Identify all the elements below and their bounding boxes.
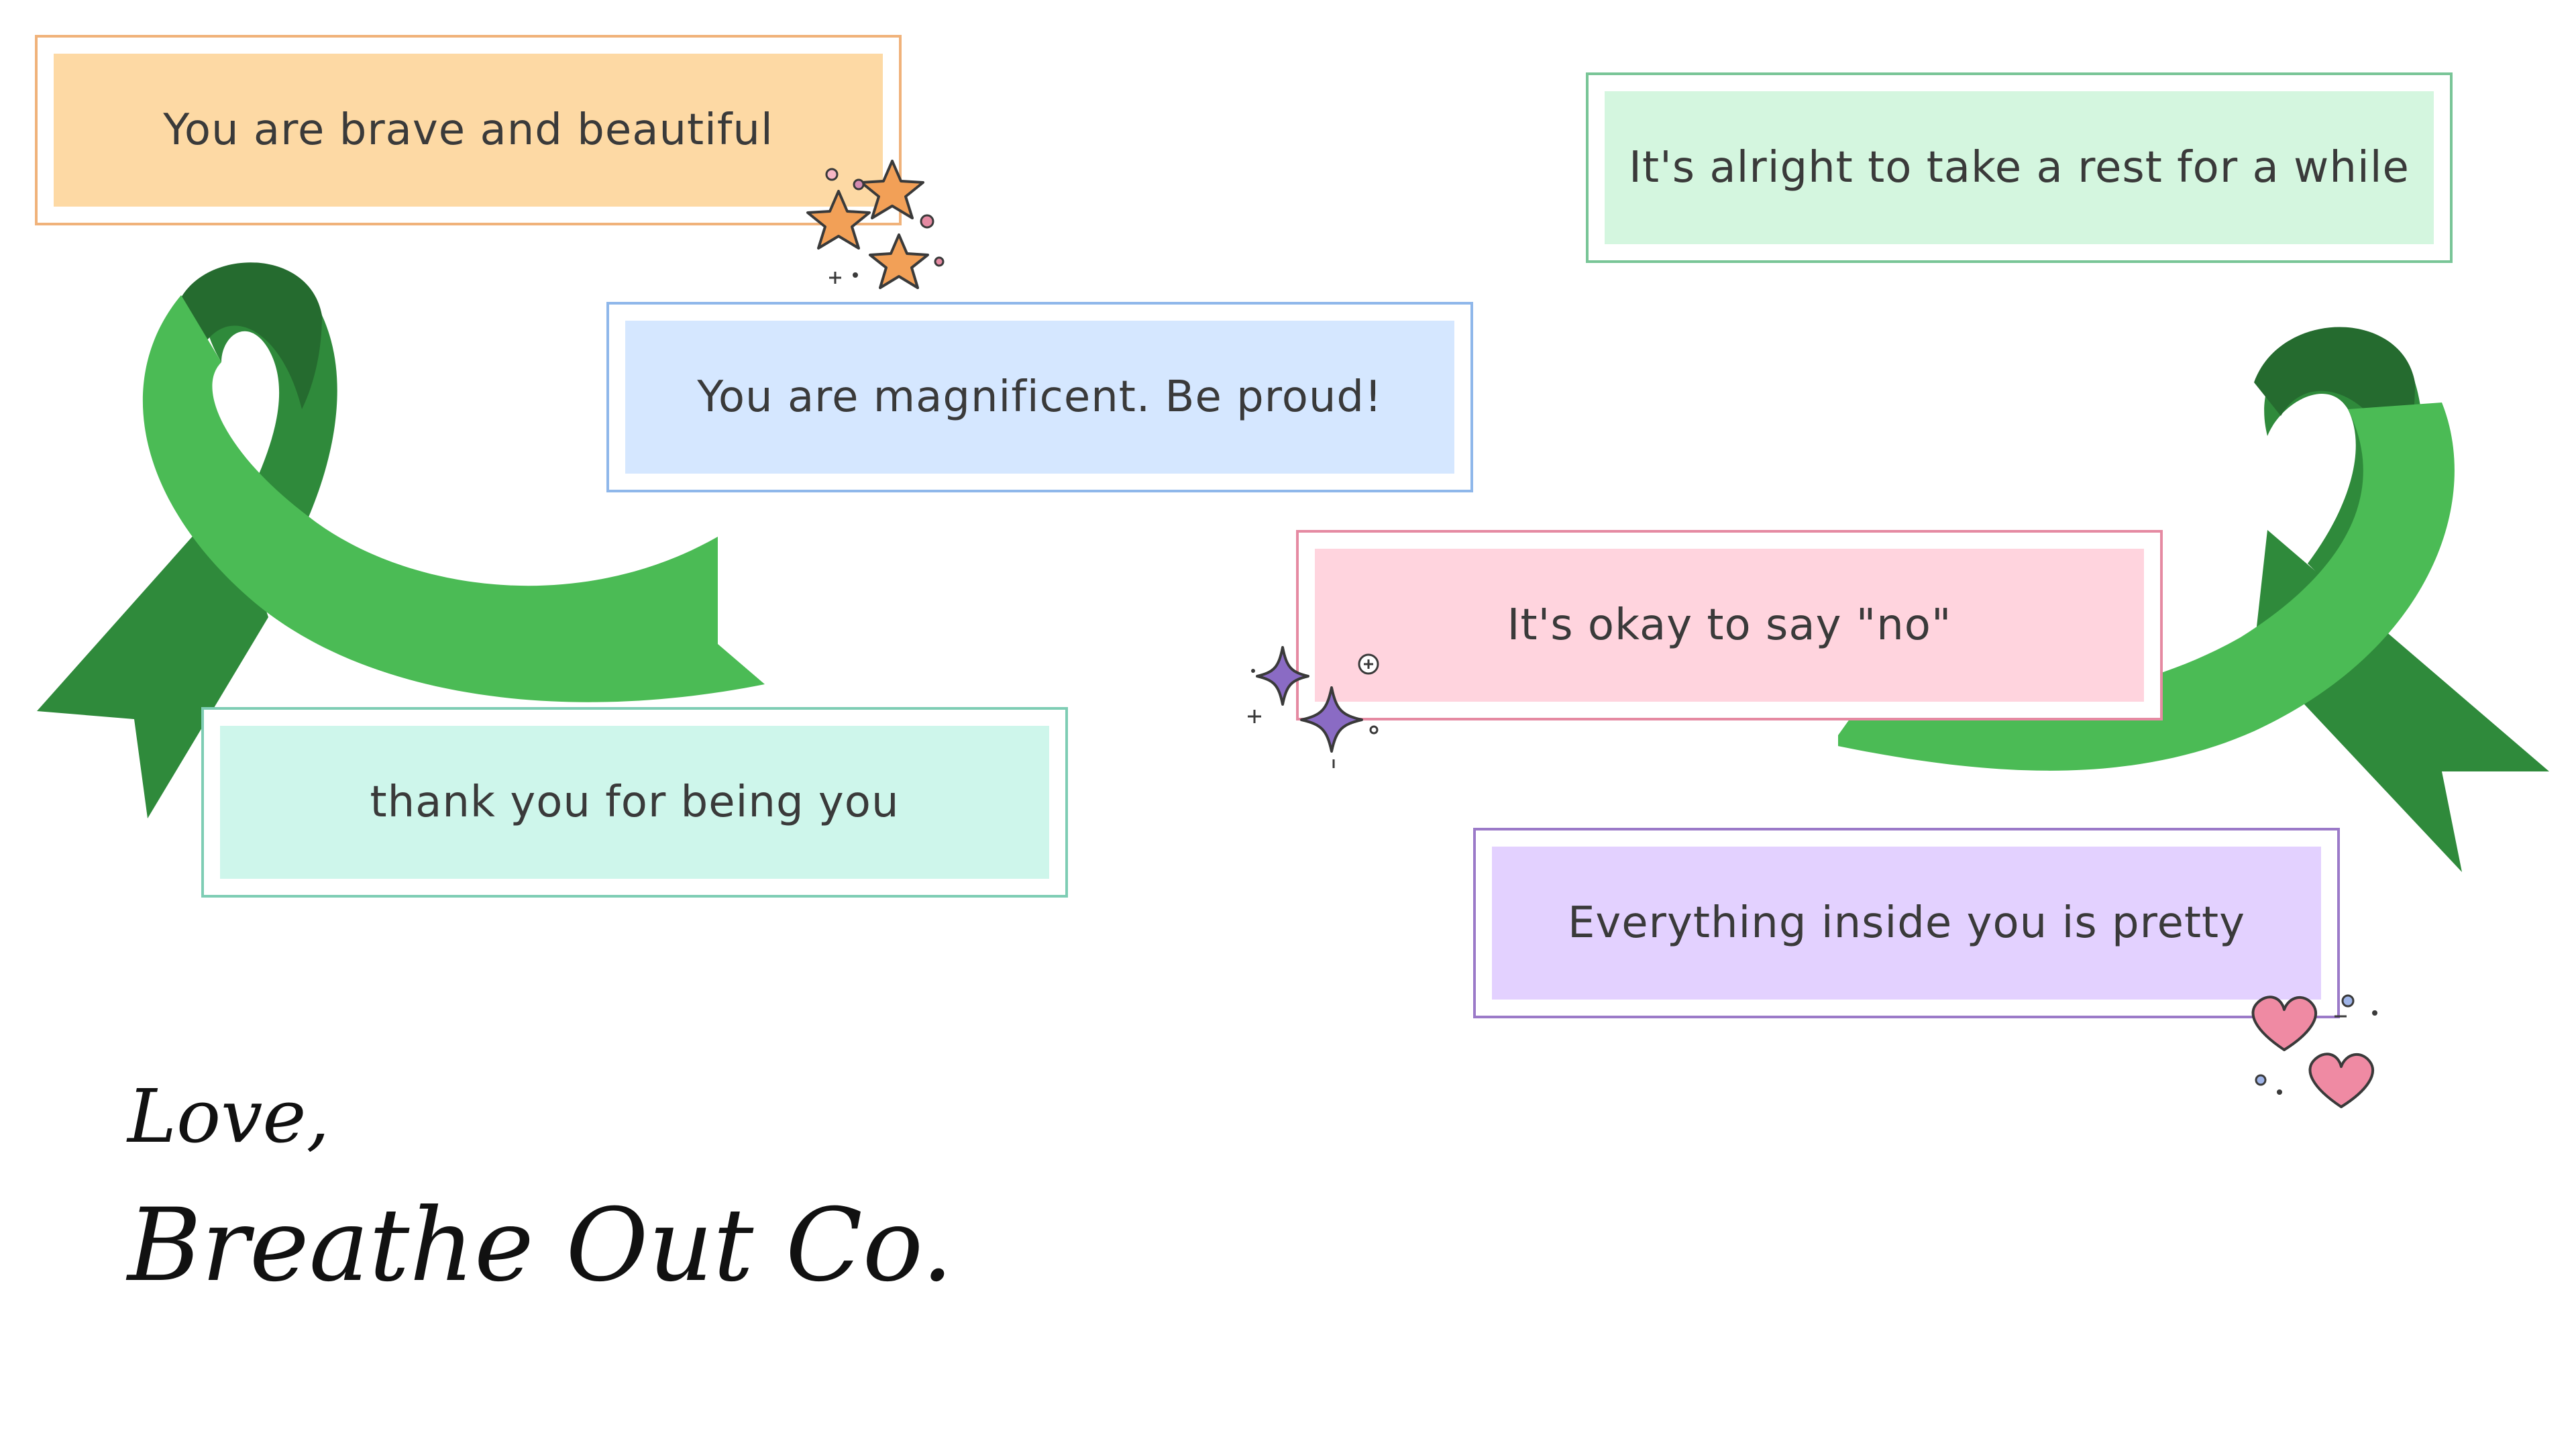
affirmation-card-say-no: It's okay to say "no" [1296,530,2163,720]
affirmation-text: thank you for being you [370,777,900,827]
affirmation-card-fill: You are magnificent. Be proud! [625,321,1454,474]
sparkles-icon [1248,646,1379,768]
affirmation-card-fill: Everything inside you is pretty [1492,847,2321,1000]
affirmation-text: You are brave and beautiful [163,105,773,155]
hearts-icon [2251,994,2377,1108]
affirmation-card-fill: It's alright to take a rest for a while [1605,91,2434,244]
affirmation-card-thank-you: thank you for being you [201,707,1068,898]
stars-icon [806,160,945,289]
affirmation-text: Everything inside you is pretty [1567,898,2246,948]
signature-brand: Breathe Out Co. [127,1187,954,1304]
affirmation-card-brave: You are brave and beautiful [35,35,902,225]
affirmation-card-fill: thank you for being you [220,726,1049,879]
signature-love: Love, [127,1073,330,1159]
affirmation-card-pretty: Everything inside you is pretty [1473,828,2340,1018]
awareness-ribbon-left-icon [37,262,765,818]
affirmation-text: You are magnificent. Be proud! [697,372,1383,422]
affirmation-text: It's okay to say "no" [1507,600,1952,650]
affirmation-card-magnificent: You are magnificent. Be proud! [606,302,1473,492]
affirmation-card-fill: You are brave and beautiful [54,54,883,207]
affirmation-text: It's alright to take a rest for a while [1629,143,2410,193]
awareness-ribbon-right-icon [1838,327,2549,872]
affirmation-card-rest: It's alright to take a rest for a while [1586,72,2453,263]
affirmation-card-fill: It's okay to say "no" [1315,549,2144,702]
